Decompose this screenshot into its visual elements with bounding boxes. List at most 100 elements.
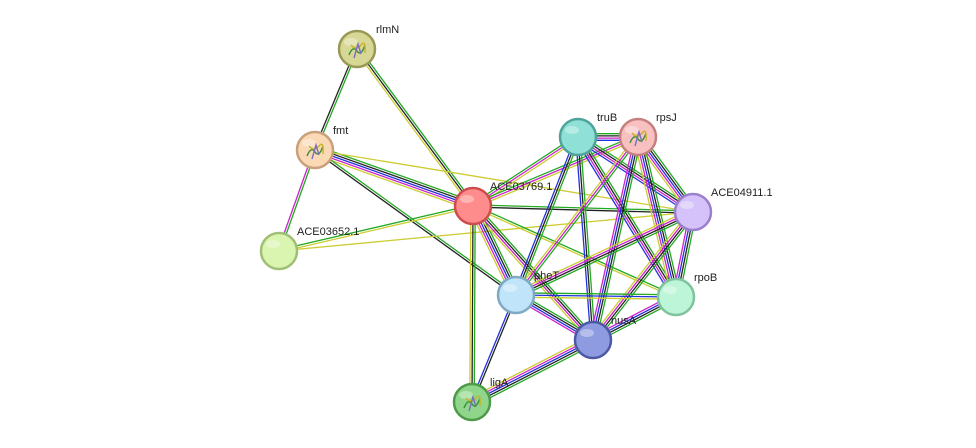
structure-strand (468, 394, 477, 412)
protein-structure-icon (348, 41, 366, 59)
edge-rpsJ-nusA-magenta (589, 136, 636, 340)
node-label: rlmN (376, 24, 399, 36)
node-label: truB (597, 112, 617, 124)
node-circle[interactable] (453, 186, 493, 226)
edge-ACE03769.1-ligA-green (473, 206, 476, 403)
node-pheT[interactable]: pheT (496, 270, 559, 315)
edge-ACE03769.1-rpsJ-green (471, 134, 638, 205)
edge-ACE03769.1-truB-magenta (472, 136, 579, 207)
node-rpoB[interactable]: rpoB (656, 272, 717, 317)
edge-rlmN-ACE03769.1-yellow (354, 49, 472, 208)
edge-rlmN-ACE03769.1-green (358, 47, 476, 206)
edge-truB-pheT-green (517, 137, 581, 297)
edge-ACE04911.1-nusA-yellow (589, 209, 691, 339)
node-circle[interactable] (673, 192, 713, 232)
structure-strand (629, 132, 647, 144)
edge-truB-nusA-green (579, 136, 596, 340)
node-highlight (503, 284, 517, 292)
edge-truB-pheT-black (515, 136, 579, 296)
edge-rpsJ-rpoB-green (641, 135, 681, 297)
edge-pheT-ligA-blue (470, 294, 516, 402)
node-ligA[interactable]: ligA (452, 377, 509, 422)
structure-strand (463, 397, 481, 409)
node-highlight (565, 126, 579, 134)
edge-rpsJ-pheT-yellow (513, 135, 637, 295)
structure-strand (308, 143, 324, 155)
node-nusA[interactable]: nusA (573, 315, 637, 360)
node-truB[interactable]: truB (558, 112, 617, 157)
node-rpsJ[interactable]: rpsJ (618, 112, 677, 157)
edge-rpsJ-nusA-blue (591, 136, 638, 340)
edge-rlmN-ACE03769.1-black (356, 48, 474, 207)
structure-strand (311, 142, 320, 160)
edge-fmt-pheT-green (315, 148, 518, 295)
edges-layer (277, 47, 698, 407)
node-rlmN[interactable]: rlmN (337, 24, 399, 69)
edge-rpsJ-rpoB-blue (637, 136, 677, 298)
node-ACE04911.1[interactable]: ACE04911.1 (673, 187, 773, 232)
edge-truB-nusA-black (577, 136, 594, 341)
node-label: pheT (534, 270, 559, 282)
edge-truB-rpoB-magenta (576, 137, 676, 298)
edge-ACE04911.1-pheT-yellow (514, 208, 692, 293)
edge-ACE04911.1-nusA-black (593, 212, 695, 342)
edge-ACE03769.1-truB-green (471, 134, 578, 205)
edge-truB-nusA-blue (575, 137, 592, 341)
edge-nusA-ligA-blue (471, 339, 594, 403)
node-circle[interactable] (558, 117, 598, 157)
protein-structure-icon (306, 142, 324, 160)
structure-strand (306, 145, 324, 157)
node-circle[interactable] (496, 275, 536, 315)
edge-truB-ACE04911.1-blue (575, 139, 692, 216)
edge-rpsJ-nusA-black (593, 137, 640, 341)
node-circle[interactable] (259, 231, 299, 271)
edge-rpsJ-pheT-magenta (515, 136, 639, 296)
edge-ACE03769.1-rpsJ-yellow (473, 138, 640, 209)
edge-ACE03769.1-ligA-yellow (469, 205, 472, 402)
edge-truB-ACE04911.1-black (578, 135, 694, 212)
edge-truB-pheT-blue (513, 135, 577, 295)
edge-truB-rpoB-green (580, 134, 680, 296)
structure-strand (631, 130, 647, 142)
edge-pheT-ligA-black (472, 295, 518, 403)
edge-truB-ACE04911.1-magenta (577, 137, 693, 214)
edge-truB-rpoB-blue (574, 138, 674, 300)
structure-strand (350, 42, 366, 54)
edge-truB-rpoB-black (578, 136, 678, 297)
edge-rpsJ-rpoB-black (639, 136, 679, 297)
edge-ACE04911.1-pheT-magenta (515, 210, 693, 295)
node-fmt[interactable]: fmt (295, 125, 348, 170)
edge-ACE04911.1-nusA-magenta (591, 210, 693, 340)
node-highlight (680, 201, 694, 209)
edge-nusA-ligA-green (473, 343, 596, 407)
node-circle[interactable] (573, 320, 613, 360)
node-highlight (625, 126, 639, 134)
edge-rpsJ-nusA-green (595, 137, 642, 341)
edge-ACE03769.1-ligA-black (471, 205, 474, 403)
node-highlight (266, 240, 280, 248)
node-label: ACE04911.1 (711, 187, 773, 199)
structure-strand (348, 44, 366, 56)
protein-structure-icon (629, 129, 647, 147)
edge-rpsJ-rpoB-yellow (633, 137, 673, 299)
node-circle[interactable] (656, 277, 696, 317)
structure-strand (353, 41, 362, 59)
node-ACE03769.1[interactable]: ACE03769.1 (453, 181, 552, 226)
structure-strand (634, 129, 643, 147)
node-highlight (344, 38, 358, 46)
edge-fmt-pheT-black (313, 150, 516, 297)
edge-fmt-ACE04911.1-yellow (314, 149, 694, 213)
node-highlight (460, 195, 474, 203)
node-label: nusA (611, 315, 637, 327)
node-highlight (459, 391, 473, 399)
protein-structure-icon (463, 394, 481, 412)
node-label: ligA (490, 377, 509, 389)
node-label: rpsJ (656, 112, 677, 124)
edge-ACE03769.1-rpsJ-magenta (472, 136, 639, 207)
edge-rpsJ-rpoB-magenta (635, 137, 675, 298)
edge-pheT-rpoB-blue (515, 294, 677, 298)
structure-strand (465, 395, 481, 407)
node-ACE03652.1[interactable]: ACE03652.1 (259, 226, 359, 271)
